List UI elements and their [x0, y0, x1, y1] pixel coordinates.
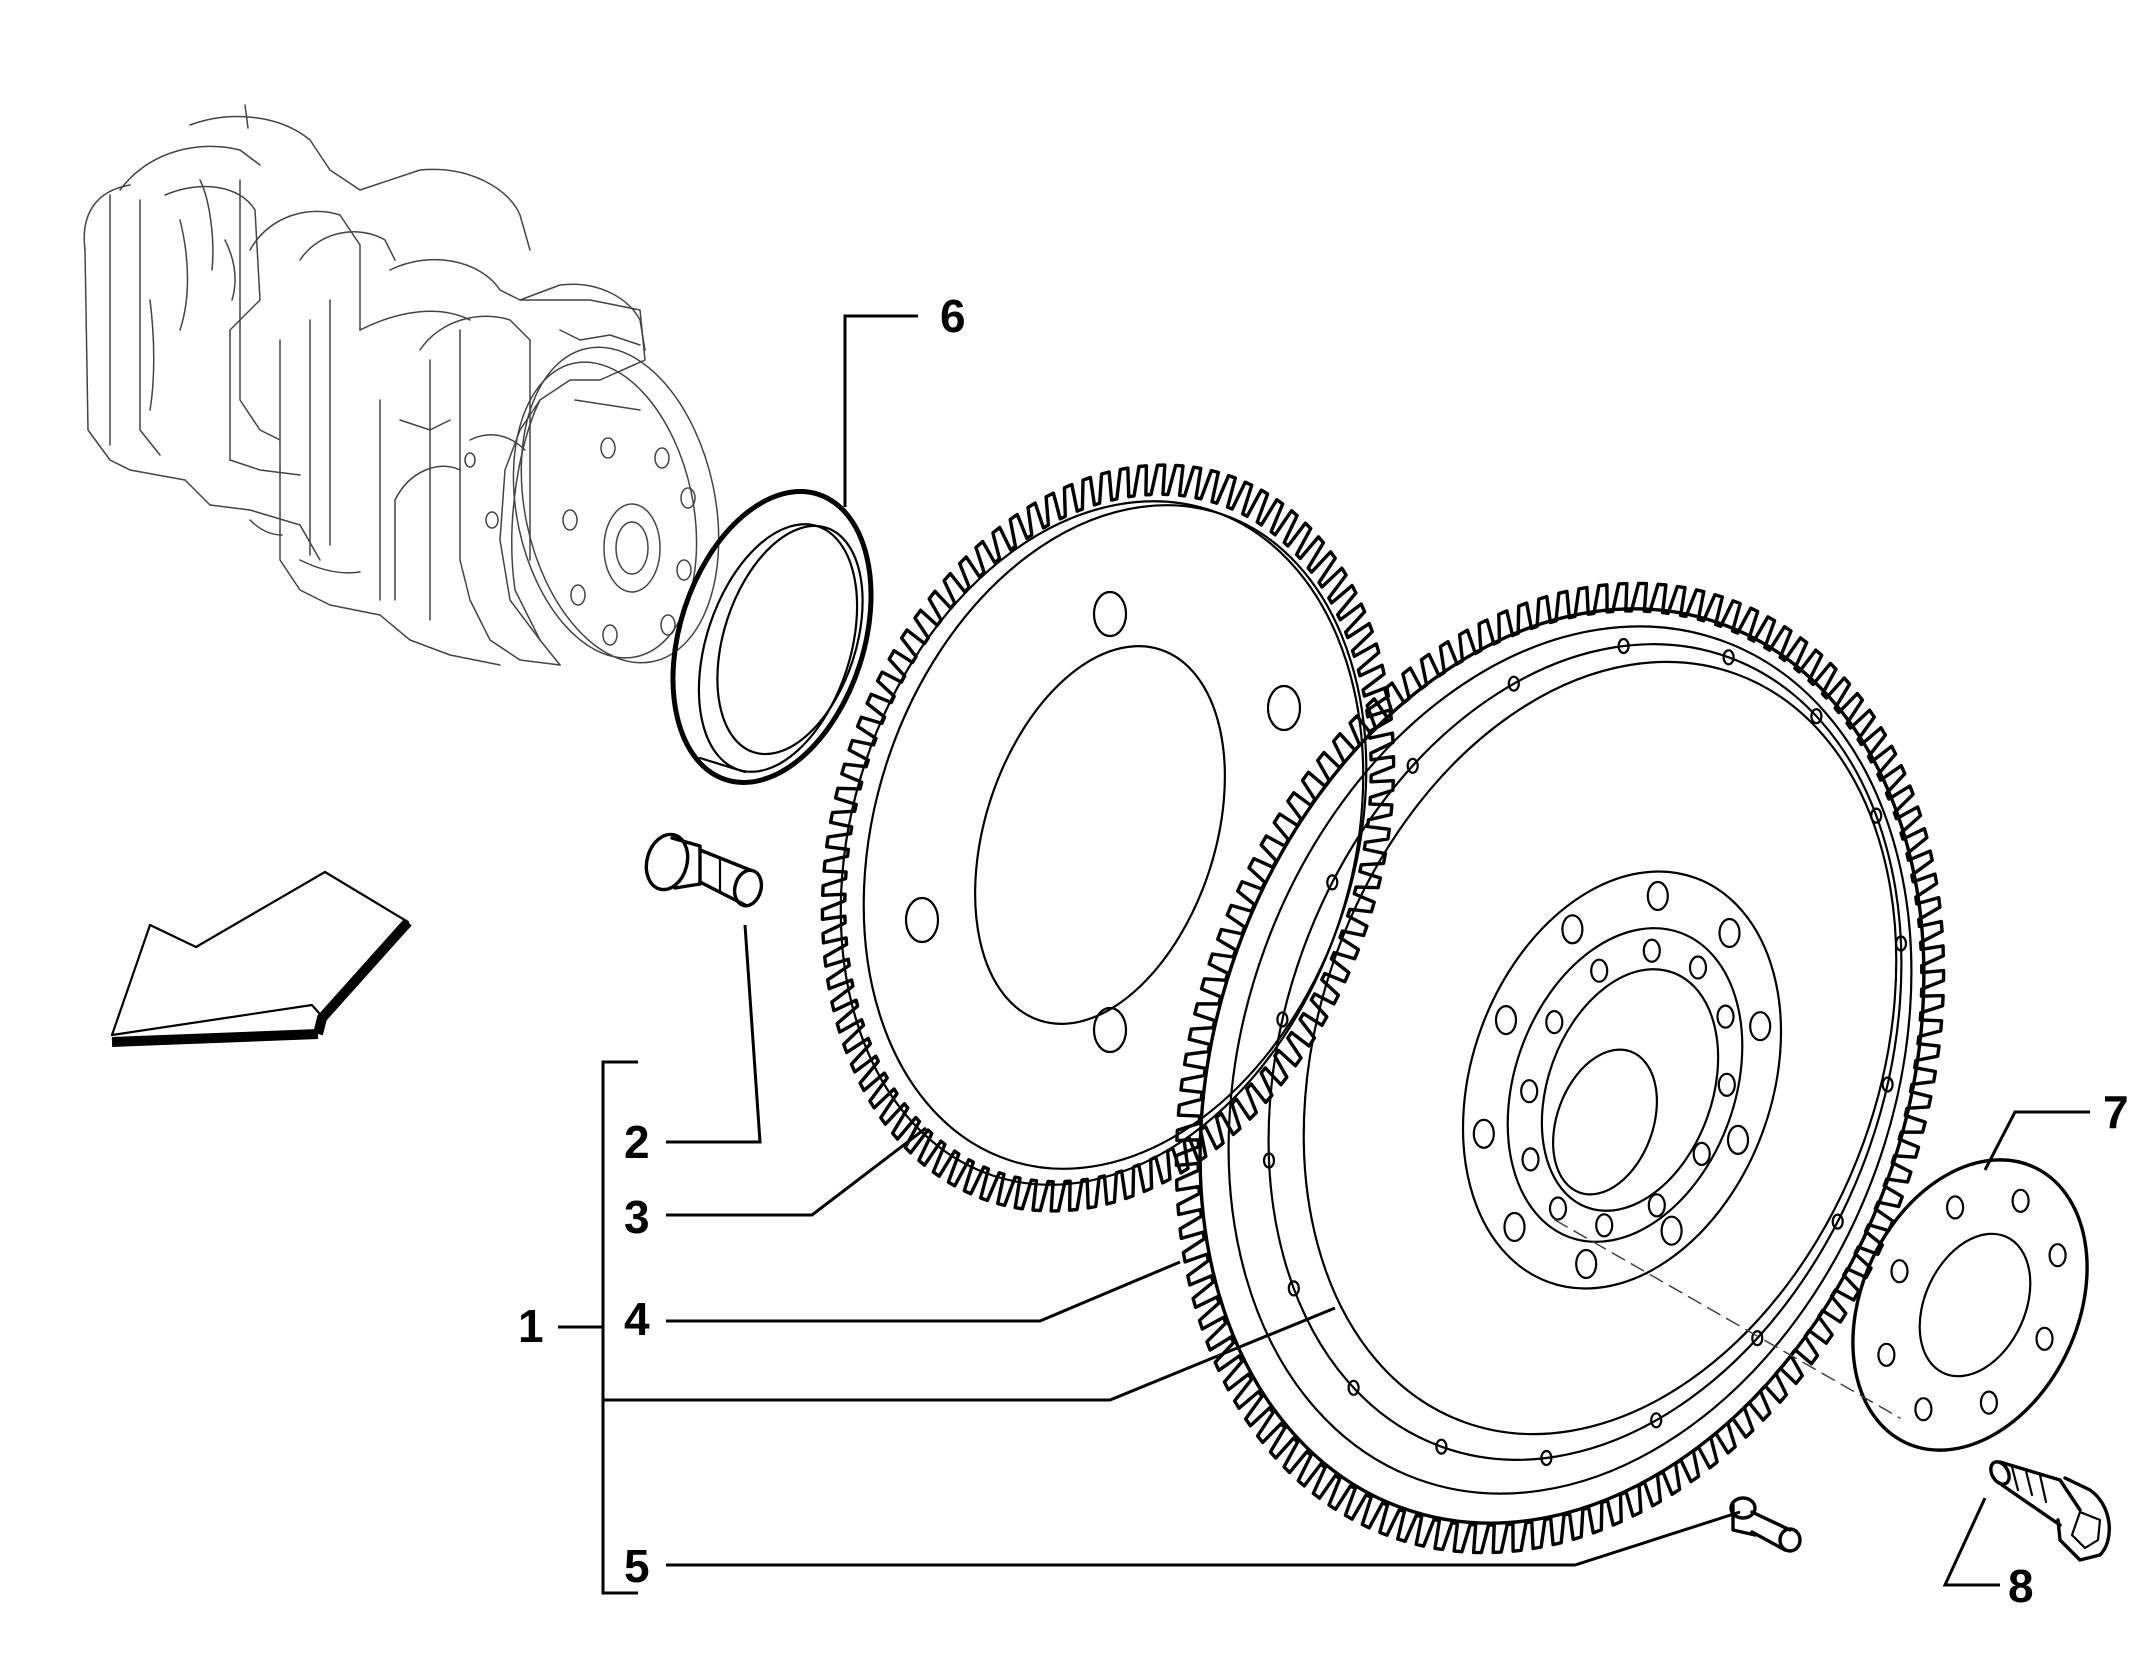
flywheel-part [1174, 581, 1946, 1555]
flywheel-holes-hole [1646, 880, 1669, 912]
dowel-part [1729, 1496, 1802, 1553]
flywheel-holes-hole [1262, 1152, 1276, 1169]
washer-plate-part [1851, 1158, 2089, 1452]
flywheel-holes-hole [1590, 958, 1609, 983]
washer-holes-hole [1890, 1259, 1909, 1284]
flywheel-holes-hole [1722, 649, 1735, 666]
flywheel-holes-hole [1548, 1196, 1568, 1221]
flywheel-holes-hole [1650, 1412, 1663, 1429]
flywheel-holes-hole [1810, 708, 1823, 725]
callout-labels: 6 2 3 1 4 5 7 8 [518, 290, 2129, 1612]
flywheel-holes-hole [1660, 1215, 1683, 1246]
flywheel-holes-hole [1521, 1147, 1540, 1172]
flywheel-holes-hole [1894, 935, 1908, 952]
flywheel-holes-hole [1406, 757, 1419, 774]
flywheel-holes-hole [1575, 1248, 1598, 1280]
flywheel-holes-hole [1647, 1193, 1666, 1218]
leader-lines [558, 314, 2090, 1595]
flywheel-holes-hole [1540, 1449, 1553, 1467]
flywheel-holes-hole [1749, 1011, 1772, 1042]
flywheel-holes-hole [1642, 938, 1661, 963]
washer-holes-hole [1914, 1397, 1933, 1422]
flywheel-holes-hole [1726, 1124, 1750, 1156]
washer-holes-hole [2011, 1188, 2030, 1213]
flywheel-holes-hole [1716, 1004, 1735, 1029]
flywheel-holes-hole [1472, 1118, 1495, 1149]
flywheel-holes-hole [1870, 807, 1883, 824]
flywheel-holes-hole [1494, 1004, 1518, 1036]
callout-4: 4 [624, 1293, 650, 1345]
seal-ring-part [670, 489, 874, 785]
flywheel-holes-hole [1717, 1072, 1736, 1097]
flywheel-holes-hole [1692, 1141, 1711, 1167]
callout-3: 3 [624, 1191, 650, 1243]
flywheel-holes-hole [1545, 1009, 1564, 1035]
flywheel-holes-hole [1688, 955, 1708, 980]
flywheel-holes-hole [1718, 917, 1741, 949]
crankshaft-drawing [83, 104, 720, 666]
washer-holes-hole [2048, 1243, 2067, 1268]
flywheel-holes-hole [1507, 675, 1520, 692]
flywheel-holes-hole [1347, 1379, 1360, 1396]
flywheel-holes-hole [1503, 1211, 1526, 1243]
flywheel-holes-hole [1595, 1213, 1614, 1238]
callout-8: 8 [2008, 1560, 2034, 1612]
washer-holes-hole [1979, 1390, 1999, 1415]
flywheel-holes-hole [1276, 1011, 1289, 1028]
direction-arrow-icon [110, 870, 412, 1065]
washer-holes-hole [1945, 1195, 1965, 1220]
pin-part [644, 832, 764, 908]
flywheel-holes-hole [1831, 1213, 1844, 1230]
washer-holes-hole [2035, 1326, 2054, 1351]
flywheel-holes-hole [1561, 914, 1584, 945]
flywheel-holes-hole [1435, 1438, 1448, 1455]
flywheel-holes-hole [1520, 1079, 1539, 1104]
flywheel-holes-hole [1326, 874, 1339, 891]
washer-holes-hole [1877, 1342, 1896, 1367]
callout-6: 6 [940, 290, 966, 342]
flywheel-holes-hole [1287, 1280, 1300, 1297]
callout-7: 7 [2103, 1086, 2129, 1138]
callout-1: 1 [518, 1300, 544, 1352]
callout-5: 5 [624, 1540, 650, 1592]
callout-2: 2 [624, 1116, 650, 1168]
flywheel-holes-hole [1751, 1330, 1764, 1347]
flywheel-holes-hole [1617, 637, 1630, 655]
bolt-part [1554, 1219, 2111, 1562]
ring-gear-part [820, 463, 1396, 1213]
flywheel-holes-hole [1881, 1076, 1894, 1093]
